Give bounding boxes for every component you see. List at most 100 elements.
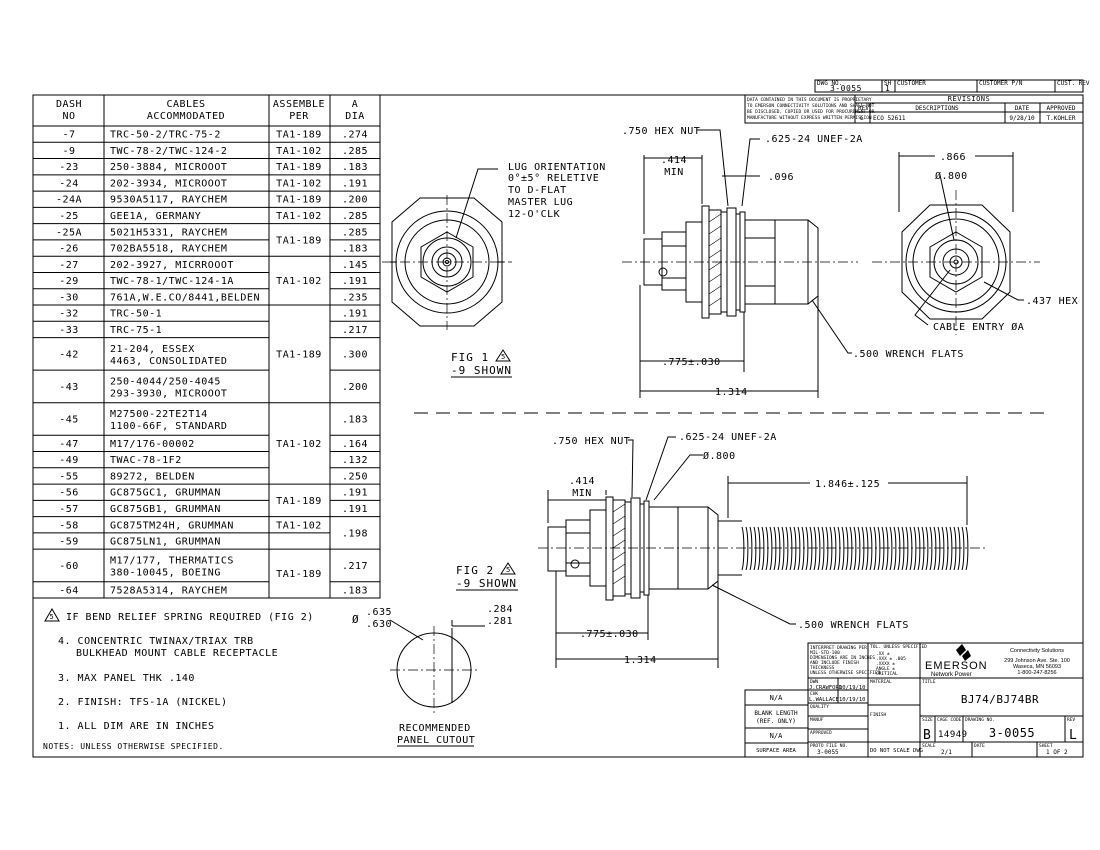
- dia-cell: .285: [342, 211, 368, 222]
- blank-length: BLANK LENGTH: [754, 710, 798, 717]
- spring-coil: [773, 526, 777, 571]
- dash-cell: -9: [62, 146, 75, 157]
- approved-header: APPROVED: [1047, 105, 1076, 112]
- assemble-cell: TA1-189: [276, 195, 322, 206]
- spring-coil: [845, 526, 849, 571]
- dwg-no-label: DWG NO.: [817, 80, 842, 87]
- cable-cell: 202-3934, MICROOOT: [110, 178, 227, 189]
- dash-cell: -58: [59, 520, 79, 531]
- drawing-no-value: 3-0055: [989, 726, 1035, 740]
- fig1-min-label: MIN: [664, 167, 684, 178]
- note-4a: 4. CONCENTRIC TWINAX/TRIAX TRB: [58, 636, 254, 647]
- note-1: 1. ALL DIM ARE IN INCHES: [58, 721, 215, 732]
- dash-cell: -32: [59, 309, 79, 320]
- spring-coil: [909, 526, 913, 571]
- cable-cell: 89272, BELDEN: [110, 471, 195, 482]
- tol-2: .XXX ± .005: [876, 656, 906, 662]
- dia-cell: .183: [342, 414, 368, 425]
- assemble-cell: TA1-102: [276, 146, 322, 157]
- company-4: 1-800-247-8256: [1017, 670, 1056, 676]
- dia-cell: .235: [342, 292, 368, 303]
- cable-cell: GEE1A, GERMANY: [110, 211, 201, 222]
- fig1-hex437: .437 HEX: [1026, 296, 1078, 307]
- fig1-d800: Ø.800: [935, 170, 968, 182]
- emerson-logo-icon: [956, 644, 971, 661]
- spring-coil: [821, 526, 825, 571]
- panel-cutout: Ø .635 .630 .284 .281 RECOMMENDED PANEL …: [352, 604, 513, 747]
- spring-coil: [793, 526, 797, 571]
- header-a: A: [352, 99, 359, 110]
- note-flag-triangle: [44, 608, 60, 622]
- dwn-date: 10/19/10: [839, 685, 866, 691]
- cable-cell: M17/177, THERMATICS: [110, 555, 234, 566]
- cutout-d635: .635: [366, 607, 392, 618]
- spring-coil: [921, 526, 925, 571]
- fig1-shown: -9 SHOWN: [451, 364, 512, 377]
- fig1-lug-line-2: 0°±5° RELETIVE: [508, 173, 599, 184]
- cable-cell: 250-4044/250-4045: [110, 376, 221, 387]
- notes-footer: NOTES: UNLESS OTHERWISE SPECIFIED.: [43, 742, 224, 751]
- rev-value-big: L: [1069, 728, 1077, 743]
- dash-cell: -7: [62, 130, 75, 141]
- fig1-d096: .096: [768, 172, 794, 183]
- tol-4: ANGLE ±: [876, 666, 895, 672]
- fig1-label: FIG 1 5 -9 SHOWN: [451, 349, 512, 378]
- assemble-cell: TA1-102: [276, 439, 322, 450]
- cable-cell: 9530A5117, RAYCHEM: [110, 195, 227, 206]
- size-label: SIZE: [922, 717, 933, 723]
- dash-cell: -27: [59, 260, 79, 271]
- fig2-d1846: 1.846±.125: [815, 479, 880, 490]
- fig1-wrench: .500 WRENCH FLATS: [853, 349, 964, 360]
- desc-header: DESCRIPTIONS: [915, 105, 959, 112]
- cable-cell: TWAC-78-1F2: [110, 455, 182, 466]
- cable-cell: TWC-78-2/TWC-124-2: [110, 146, 227, 157]
- spring-coil: [781, 526, 785, 571]
- spring-coil: [957, 526, 961, 571]
- assemble-cell: TA1-102: [276, 276, 322, 287]
- dash-cell: -30: [59, 292, 79, 303]
- dia-cell: .285: [342, 146, 368, 157]
- spring-coil: [741, 526, 745, 571]
- fig1-lug-line-5: 12-O'CLK: [508, 209, 560, 220]
- dia-cell: .164: [342, 439, 368, 450]
- dwn-label: DWN: [810, 679, 818, 685]
- spring-coil: [785, 526, 789, 571]
- spring-coil: [809, 526, 813, 571]
- tol-label: TOL. UNLESS SPECIFIED: [870, 644, 927, 650]
- proto-label: PROTO FILE NO.: [810, 743, 848, 749]
- top-title-strip: DWG NO. 3-0055 SH 1 CUSTOMER CUSTOMER P/…: [814, 79, 1090, 93]
- spring-coil: [941, 526, 945, 571]
- fig2-side-view: .750 HEX NUT .625-24 UNEF-2A Ø.800 .414 …: [538, 432, 985, 668]
- fig1-d775: .775±.030: [662, 357, 721, 368]
- fig2-d800: Ø.800: [703, 450, 736, 462]
- cable-cell: 702BA5518, RAYCHEM: [110, 244, 227, 255]
- spring-coil: [937, 526, 941, 571]
- header-per: PER: [289, 111, 309, 122]
- fig2-wrench: .500 WRENCH FLATS: [798, 620, 909, 631]
- fig1-d1314: 1.314: [715, 387, 748, 398]
- spring-coil: [853, 526, 857, 571]
- dash-cell: -25: [59, 211, 79, 222]
- spring-coil: [949, 526, 953, 571]
- dash-cell: -25A: [56, 227, 82, 238]
- spring-coil: [777, 526, 781, 571]
- dia-cell: .274: [342, 130, 368, 141]
- dwg-no: 3-0055: [830, 84, 862, 93]
- dia-cell: .217: [342, 561, 368, 572]
- spring-coil: [961, 526, 965, 571]
- cage-value: 14949: [938, 730, 968, 740]
- notes: 5 IF BEND RELIEF SPRING REQUIRED (FIG 2)…: [43, 608, 314, 751]
- note-5: IF BEND RELIEF SPRING REQUIRED (FIG 2): [66, 612, 314, 623]
- dash-cell: -56: [59, 488, 79, 499]
- cutout-d630: .630: [366, 619, 392, 630]
- dash-cell: -42: [59, 349, 79, 360]
- spring-coil: [893, 526, 897, 571]
- material-label: MATERIAL: [870, 679, 892, 685]
- cable-cell: 21-204, ESSEX: [110, 344, 195, 355]
- tol-3: .XXXX ±: [876, 661, 895, 667]
- spring-coil: [865, 526, 869, 571]
- fig2-d775: .775±.030: [580, 629, 639, 640]
- na-2: N/A: [770, 732, 783, 740]
- brand-sub: Network Power: [931, 672, 972, 678]
- spring-coil: [869, 526, 873, 571]
